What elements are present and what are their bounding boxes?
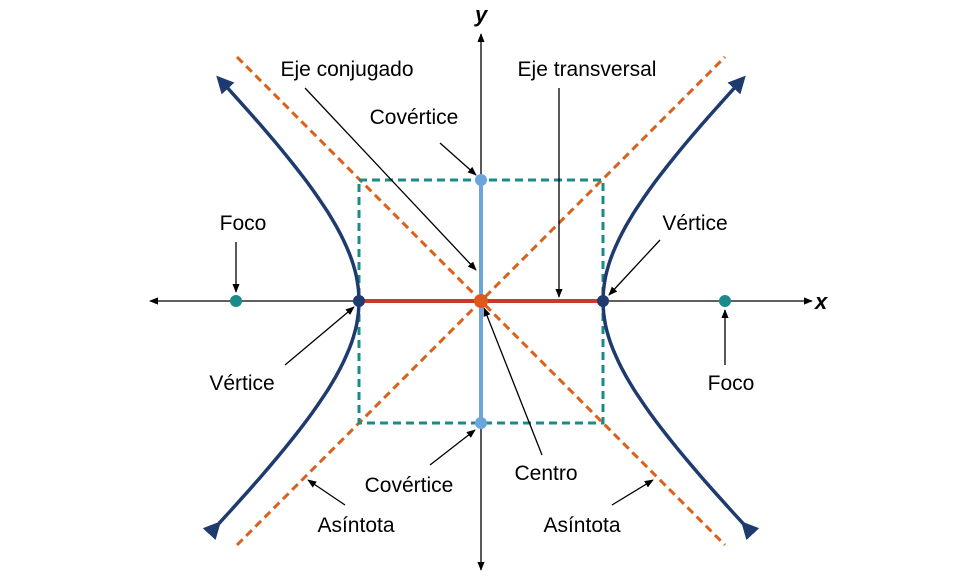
center-label: Centro (514, 462, 577, 485)
focus-left-label: Foco (220, 212, 267, 235)
conjugate-axis-leader (304, 87, 477, 271)
y-axis-label: y (474, 2, 489, 27)
covertex-top-label: Covértice (370, 106, 459, 129)
conjugate-axis-label: Eje conjugado (280, 58, 413, 81)
covertex-bottom-point (475, 417, 487, 429)
vertex-left-leader (284, 306, 355, 366)
covertex-top-leader (439, 142, 477, 176)
x-axis-label: x (814, 289, 828, 314)
covertex-bottom-leader (429, 429, 476, 466)
vertex-left-point (353, 295, 365, 307)
asymptote-left-label: Asíntota (317, 514, 394, 537)
center-leader (483, 307, 543, 456)
center-point (474, 294, 488, 308)
vertex-right-label: Vértice (662, 212, 727, 235)
asymptote-right-label: Asíntota (543, 514, 620, 537)
vertex-right-point (597, 295, 609, 307)
asymptote-left-leader (307, 479, 346, 506)
focus-right-point (719, 295, 731, 307)
vertex-right-leader (608, 239, 661, 296)
asymptote-right-leader (611, 479, 654, 506)
vertex-left-label: Vértice (209, 372, 274, 395)
focus-left-point (230, 295, 242, 307)
focus-right-label: Foco (708, 372, 755, 395)
covertex-top-point (475, 174, 487, 186)
transverse-axis-label: Eje transversal (518, 58, 657, 81)
covertex-bottom-label: Covértice (365, 474, 454, 497)
